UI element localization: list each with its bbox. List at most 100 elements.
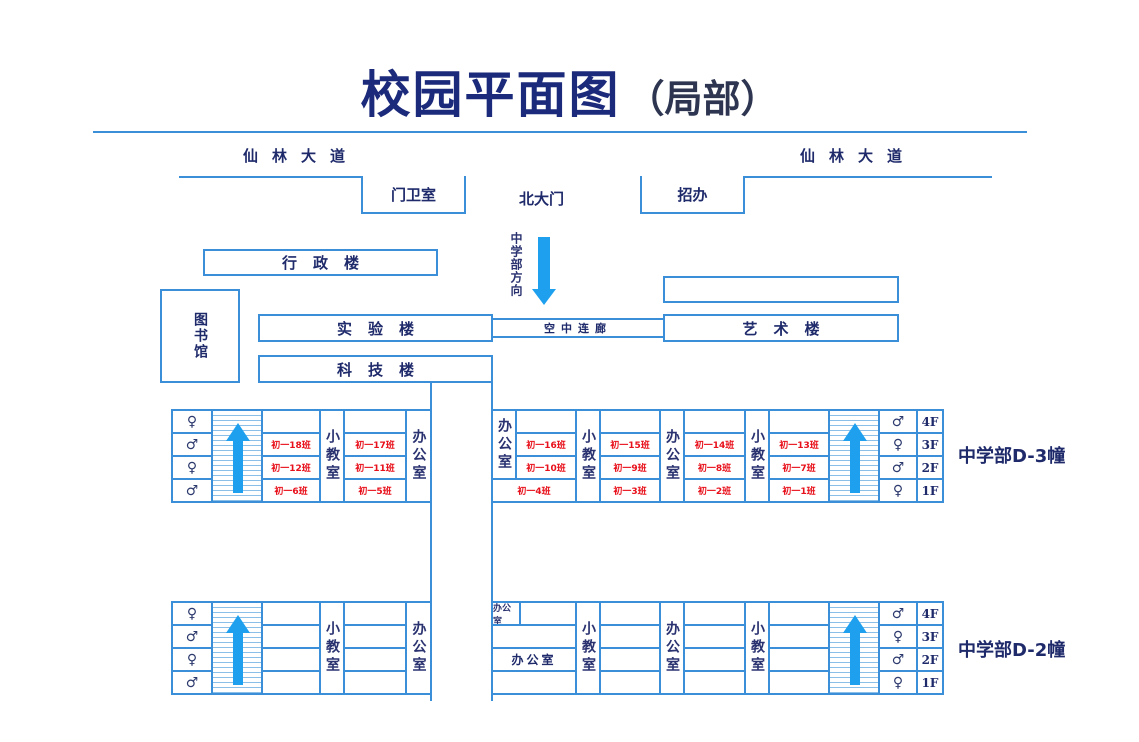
d2-room-e3-1f[interactable] bbox=[683, 670, 746, 695]
library[interactable]: 图书馆 bbox=[160, 289, 240, 383]
d2-room-e3-4f[interactable] bbox=[683, 601, 746, 626]
d2-room-w2-1f[interactable] bbox=[343, 670, 407, 695]
d3-room-w1-2f[interactable]: 初一12班 bbox=[261, 455, 321, 480]
d3-room-w2-4f[interactable] bbox=[343, 409, 407, 434]
class-label: 初一3班 bbox=[613, 487, 647, 497]
d3-room-e4-4f[interactable] bbox=[768, 409, 830, 434]
d2-small-classroom-east-1[interactable]: 小教室 bbox=[575, 601, 601, 695]
d3-room-w2-2f[interactable]: 初一11班 bbox=[343, 455, 407, 480]
d2-room-w2-2f[interactable] bbox=[343, 647, 407, 672]
d3-room-e2-3f[interactable]: 初一15班 bbox=[599, 432, 661, 457]
d3-room-e1-1f[interactable]: 初一4班 bbox=[491, 478, 577, 503]
d2-office-small[interactable]: 办公室 bbox=[491, 601, 521, 627]
d3-room-w2-1f[interactable]: 初一5班 bbox=[343, 478, 407, 503]
d2-room-e4-4f[interactable] bbox=[768, 601, 830, 626]
d2-room-w1-4f[interactable] bbox=[261, 601, 321, 626]
art-building-upper[interactable] bbox=[663, 276, 899, 303]
d3-room-w1-4f[interactable] bbox=[261, 409, 321, 434]
admissions-office[interactable]: 招办 bbox=[640, 176, 745, 214]
d3-restrooms-left: ♀ ♂ ♀ ♂ bbox=[171, 409, 213, 503]
d3-small-classroom-east-1[interactable]: 小教室 bbox=[575, 409, 601, 503]
d3-office-east-1[interactable]: 办公室 bbox=[491, 409, 517, 480]
d2-room-e1-3f[interactable] bbox=[491, 624, 577, 649]
d2-restroom-left-4f[interactable]: ♀ bbox=[171, 601, 213, 626]
d3-room-e2-1f[interactable]: 初一3班 bbox=[599, 478, 661, 503]
admin-building[interactable]: 行政楼 bbox=[203, 249, 438, 276]
d2-room-e1-4f[interactable] bbox=[519, 601, 577, 626]
d2-stairs-left[interactable] bbox=[211, 601, 263, 695]
d3-stairs-right[interactable] bbox=[828, 409, 880, 503]
d2-small-classroom-west[interactable]: 小教室 bbox=[319, 601, 345, 695]
d3-room-e3-4f[interactable] bbox=[683, 409, 746, 434]
guard-room[interactable]: 门卫室 bbox=[361, 176, 466, 214]
arrow-up-shaft bbox=[850, 633, 860, 685]
d3-floor-1f: 1F bbox=[916, 478, 944, 503]
d2-restroom-right-4f[interactable]: ♂ bbox=[878, 601, 918, 626]
floor-label: 1F bbox=[921, 675, 939, 690]
d2-restroom-left-2f[interactable]: ♀ bbox=[171, 647, 213, 672]
d2-small-classroom-east-2[interactable]: 小教室 bbox=[744, 601, 770, 695]
class-label: 初一2班 bbox=[697, 487, 732, 497]
d2-room-w1-1f[interactable] bbox=[261, 670, 321, 695]
d3-room-e1-4f[interactable] bbox=[515, 409, 577, 434]
arrow-down-icon bbox=[532, 237, 556, 307]
d2-restroom-left-1f[interactable]: ♂ bbox=[171, 670, 213, 695]
d2-room-w1-3f[interactable] bbox=[261, 624, 321, 649]
d2-room-e2-3f[interactable] bbox=[599, 624, 661, 649]
d3-room-w2-3f[interactable]: 初一17班 bbox=[343, 432, 407, 457]
d3-room-e3-3f[interactable]: 初一14班 bbox=[683, 432, 746, 457]
d2-office-large[interactable]: 办公室 bbox=[491, 647, 577, 672]
d2-restroom-left-3f[interactable]: ♂ bbox=[171, 624, 213, 649]
lab-building[interactable]: 实验楼 bbox=[258, 314, 493, 342]
d2-room-e3-2f[interactable] bbox=[683, 647, 746, 672]
d3-room-e2-4f[interactable] bbox=[599, 409, 661, 434]
d2-room-e4-1f[interactable] bbox=[768, 670, 830, 695]
d3-room-e1-2f[interactable]: 初一10班 bbox=[515, 455, 577, 480]
d3-restroom-right-2f[interactable]: ♂ bbox=[878, 455, 918, 480]
d3-restroom-right-1f[interactable]: ♀ bbox=[878, 478, 918, 503]
female-icon: ♀ bbox=[892, 628, 904, 645]
d3-restroom-right-3f[interactable]: ♀ bbox=[878, 432, 918, 457]
d3-small-classroom-west[interactable]: 小教室 bbox=[319, 409, 345, 503]
d3-office-west[interactable]: 办公室 bbox=[405, 409, 432, 503]
office-small-label: 办公室 bbox=[493, 603, 512, 627]
d3-room-e2-2f[interactable]: 初一9班 bbox=[599, 455, 661, 480]
d2-restroom-right-1f[interactable]: ♀ bbox=[878, 670, 918, 695]
d2-room-e4-3f[interactable] bbox=[768, 624, 830, 649]
d3-room-e1-3f[interactable]: 初一16班 bbox=[515, 432, 577, 457]
d3-restroom-right-4f[interactable]: ♂ bbox=[878, 409, 918, 434]
d3-room-e4-3f[interactable]: 初一13班 bbox=[768, 432, 830, 457]
d2-room-e2-4f[interactable] bbox=[599, 601, 661, 626]
d2-room-w2-4f[interactable] bbox=[343, 601, 407, 626]
d2-room-e4-2f[interactable] bbox=[768, 647, 830, 672]
d2-office-west[interactable]: 办公室 bbox=[405, 601, 432, 695]
d3-small-classroom-east-2[interactable]: 小教室 bbox=[744, 409, 770, 503]
d2-office-east[interactable]: 办公室 bbox=[659, 601, 685, 695]
d2-restroom-right-2f[interactable]: ♂ bbox=[878, 647, 918, 672]
d3-stairs-left[interactable] bbox=[211, 409, 263, 503]
d3-room-e3-1f[interactable]: 初一2班 bbox=[683, 478, 746, 503]
d3-restroom-left-3f[interactable]: ♂ bbox=[171, 432, 213, 457]
d3-restroom-left-2f[interactable]: ♀ bbox=[171, 455, 213, 480]
skyway[interactable]: 空中连廊 bbox=[491, 318, 665, 338]
d2-building-label: 中学部D-2幢 bbox=[958, 640, 1066, 661]
art-building[interactable]: 艺术楼 bbox=[663, 314, 899, 342]
d2-room-e3-3f[interactable] bbox=[683, 624, 746, 649]
d3-room-w1-3f[interactable]: 初一18班 bbox=[261, 432, 321, 457]
d3-restroom-left-4f[interactable]: ♀ bbox=[171, 409, 213, 434]
d2-room-e2-2f[interactable] bbox=[599, 647, 661, 672]
d3-room-e3-2f[interactable]: 初一8班 bbox=[683, 455, 746, 480]
d2-room-w1-2f[interactable] bbox=[261, 647, 321, 672]
d2-room-e1-1f[interactable] bbox=[491, 670, 577, 695]
d2-stairs-right[interactable] bbox=[828, 601, 880, 695]
d2-room-e2-1f[interactable] bbox=[599, 670, 661, 695]
d3-office-east-2[interactable]: 办公室 bbox=[659, 409, 685, 503]
d3-room-w1-1f[interactable]: 初一6班 bbox=[261, 478, 321, 503]
d3-room-e4-1f[interactable]: 初一1班 bbox=[768, 478, 830, 503]
d3-restroom-left-1f[interactable]: ♂ bbox=[171, 478, 213, 503]
d3-room-e4-2f[interactable]: 初一7班 bbox=[768, 455, 830, 480]
tech-building[interactable]: 科技楼 bbox=[258, 355, 493, 383]
d2-room-w2-3f[interactable] bbox=[343, 624, 407, 649]
floor-label: 2F bbox=[921, 460, 939, 475]
d2-restroom-right-3f[interactable]: ♀ bbox=[878, 624, 918, 649]
